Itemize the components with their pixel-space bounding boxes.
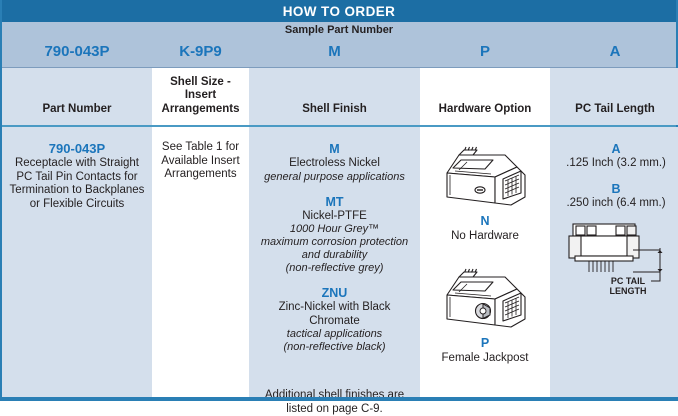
pc-tail-label-a: .125 Inch (3.2 mm.) <box>566 157 666 169</box>
pc-tail-length-diagram: PC TAIL LENGTH <box>556 220 676 306</box>
shell-finish-name-znu: Zinc-Nickel with Black Chromate <box>278 301 391 327</box>
sample-segment-hardware-option: P <box>479 42 490 60</box>
jackpost-knob <box>474 302 492 320</box>
column-header-pc-tail-length: PC Tail Length <box>550 68 678 125</box>
cell-part-number: 790-043P Receptacle with Straight PC Tai… <box>2 127 152 401</box>
part-number-code: 790-043P <box>48 141 106 156</box>
part-number-description: Receptacle with Straight PC Tail Pin Con… <box>9 157 145 210</box>
connector-female-jackpost-image <box>427 263 543 335</box>
sample-part-number-row: 790-043P K-9P9 M P A <box>2 37 676 65</box>
table-title-bar: HOW TO ORDER <box>2 0 676 22</box>
page-title: HOW TO ORDER <box>282 3 396 19</box>
pc-tail-code-a: A <box>611 142 621 156</box>
shell-finish-note-mt-2: (non-reflective grey) <box>285 262 384 274</box>
sample-segment-part-number: 790-043P <box>44 42 110 60</box>
column-header-hardware-option: Hardware Option <box>421 68 549 125</box>
sample-segment-shell-size: K-9P9 <box>179 42 222 60</box>
shell-finish-option-znu: ZNU Zinc-Nickel with Black Chromate tact… <box>255 285 414 354</box>
column-header-shell-finish: Shell Finish <box>249 68 420 125</box>
column-header-shell-size: Shell Size - Insert Arrangements <box>153 68 248 125</box>
cell-pc-tail-length: A .125 Inch (3.2 mm.) B .250 inch (6.4 m… <box>550 127 678 401</box>
cell-shell-finish: M Electroless Nickel general purpose app… <box>249 127 420 415</box>
shell-finish-name-m: Electroless Nickel <box>289 157 380 169</box>
shell-finish-code-m: M <box>329 142 340 156</box>
shell-finish-note-mt-1: maximum corrosion protection and durabil… <box>260 236 409 261</box>
shell-finish-option-mt: MT Nickel-PTFE 1000 Hour Grey™ maximum c… <box>255 194 414 276</box>
column-divider <box>248 127 249 401</box>
cell-shell-size: See Table 1 for Available Insert Arrange… <box>153 127 248 401</box>
column-divider <box>420 68 421 125</box>
sample-part-number-label: Sample Part Number <box>284 24 394 36</box>
shell-finish-code-znu: ZNU <box>321 286 348 300</box>
shell-finish-footnote: Additional shell finishes are listed on … <box>264 389 405 415</box>
sample-part-number-band: Sample Part Number 790-043P K-9P9 M P A <box>2 22 676 68</box>
pc-tail-caption-line1: PC TAIL <box>611 276 646 286</box>
column-divider <box>549 68 550 125</box>
shell-finish-code-mt: MT <box>325 194 344 209</box>
column-divider <box>248 68 249 125</box>
connector-no-hardware-image <box>427 141 543 213</box>
sample-segment-pc-tail-length: A <box>609 42 621 60</box>
column-header-part-number: Part Number <box>2 68 152 125</box>
shell-finish-note-mt-0: 1000 Hour Grey™ <box>289 223 380 235</box>
shell-finish-name-mt: Nickel-PTFE <box>302 209 367 222</box>
column-header-row: Part Number Shell Size - Insert Arrangem… <box>2 68 678 127</box>
table-bottom-border <box>0 397 678 401</box>
pc-tail-code-b: B <box>611 181 621 196</box>
pc-tail-caption-line2: LENGTH <box>610 286 647 296</box>
column-body-row: 790-043P Receptacle with Straight PC Tai… <box>2 127 678 415</box>
sample-segment-shell-finish: M <box>328 42 341 60</box>
hardware-option-label-p: Female Jackpost <box>441 352 529 364</box>
shell-finish-option-m: M Electroless Nickel general purpose app… <box>255 141 414 184</box>
shell-finish-note-znu-0: tactical applications <box>286 328 383 340</box>
column-divider <box>152 68 153 125</box>
column-divider <box>549 127 550 401</box>
column-divider <box>420 127 421 401</box>
hardware-option-label-n: No Hardware <box>451 230 519 242</box>
cell-hardware-option: N No Hardware <box>421 127 549 401</box>
shell-size-text: See Table 1 for Available Insert Arrange… <box>161 141 240 180</box>
column-divider <box>152 127 153 401</box>
hardware-option-code-n: N <box>480 214 490 228</box>
hardware-option-code-p: P <box>480 336 490 350</box>
shell-finish-note-m-0: general purpose applications <box>264 170 405 183</box>
shell-finish-note-znu-1: (non-reflective black) <box>283 341 386 353</box>
pc-tail-label-b: .250 inch (6.4 mm.) <box>566 196 666 209</box>
